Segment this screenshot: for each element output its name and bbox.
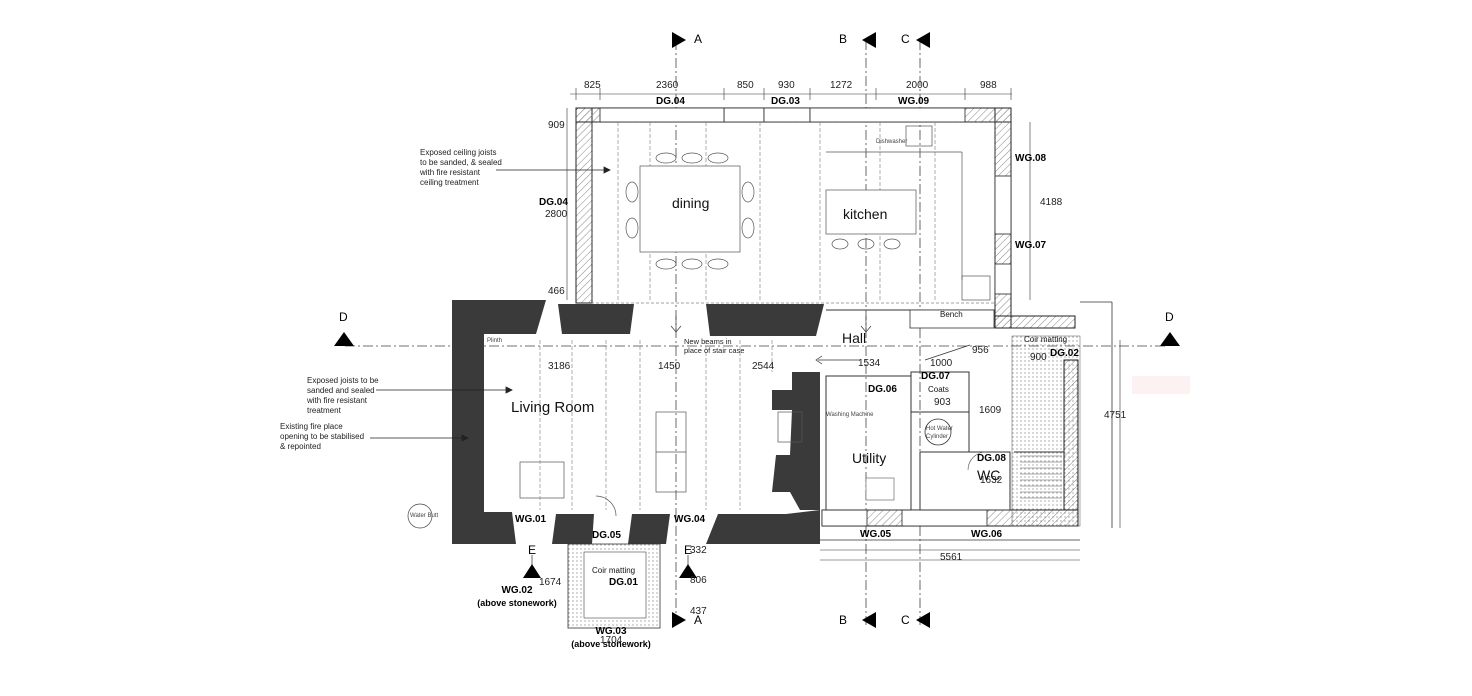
section-e-left: E: [528, 543, 537, 557]
opening-dg03: DG.03: [771, 96, 800, 107]
living-features: [519, 411, 803, 517]
top-dim-4: 930: [778, 80, 795, 91]
note-ceiling-joists: Exposed ceiling joists to be sanded, & s…: [420, 148, 502, 187]
section-b-bottom: B: [839, 613, 848, 627]
label-dishwasher: Dishwasher: [876, 139, 908, 145]
label-washing-machine: Washing Machine: [826, 412, 874, 418]
opening-wg05: WG.05: [860, 529, 892, 540]
dim-956: 956: [972, 345, 989, 356]
dim-1704: 1704: [600, 635, 623, 646]
section-a-bottom: A: [694, 613, 703, 627]
label-bench: Bench: [940, 310, 963, 319]
top-dim-3: 850: [737, 80, 754, 91]
dim-3186: 3186: [548, 361, 571, 372]
dim-1534: 1534: [858, 358, 881, 369]
stair-strips: [1020, 455, 1062, 499]
stone-walls: [452, 300, 824, 544]
section-b-top: B: [839, 32, 848, 46]
label-water-butt: Water Butt: [410, 513, 439, 519]
section-c-bottom: C: [901, 613, 910, 627]
section-markers: [334, 32, 1180, 628]
top-dim-2: 2360: [656, 80, 679, 91]
section-c-top: C: [901, 32, 910, 46]
opening-dg02: DG.02: [1050, 348, 1079, 359]
dim-903: 903: [934, 397, 951, 408]
dining-table: [625, 152, 755, 270]
top-dim-1: 825: [584, 80, 601, 91]
section-d-left: D: [339, 310, 348, 324]
stair-arrows: [670, 316, 872, 365]
opening-wg02: WG.02: [501, 585, 533, 596]
opening-wg04: WG.04: [674, 514, 706, 525]
dim-806: 806: [690, 575, 707, 586]
porch: [567, 543, 661, 629]
dim-909: 909: [548, 120, 565, 131]
room-utility: Utility: [852, 450, 887, 466]
annex-partitions: [825, 309, 1064, 511]
opening-wg06: WG.06: [971, 529, 1003, 540]
dim-4751: 4751: [1104, 410, 1127, 421]
opening-dg08: DG.08: [977, 453, 1006, 464]
top-dim-6: 2000: [906, 80, 929, 91]
opening-wg07: WG.07: [1015, 240, 1047, 251]
dim-1450: 1450: [658, 361, 681, 372]
dim-1609: 1609: [979, 405, 1002, 416]
top-dim-5: 1272: [830, 80, 853, 91]
opening-wg03-note: (above stonework): [571, 639, 651, 649]
label-coir-right: Coir matting: [1024, 335, 1068, 344]
kitchen-units: [825, 125, 991, 301]
room-dining: dining: [672, 195, 710, 211]
opening-dg04-left: DG.04: [539, 197, 568, 208]
label-coats: Coats: [928, 385, 949, 394]
dim-332: 332: [690, 545, 707, 556]
label-coir-bottom: Coir matting: [592, 566, 636, 575]
dim-2800: 2800: [545, 209, 568, 220]
joists: [539, 122, 936, 510]
room-hall: Hall: [842, 330, 867, 346]
room-kitchen: kitchen: [843, 206, 888, 222]
top-dim-line: [566, 88, 1121, 551]
dim-5561: 5561: [940, 552, 963, 563]
opening-dg06: DG.06: [868, 384, 897, 395]
label-hot-water: Hot Water Cylinder: [926, 426, 953, 440]
room-wc: WC: [977, 467, 1001, 483]
water-butt-symbol: [407, 503, 433, 529]
dim-2544: 2544: [752, 361, 775, 372]
opening-dg07: DG.07: [921, 371, 950, 382]
annex-walls: [820, 301, 1113, 561]
faint-mark: [1132, 376, 1190, 394]
opening-wg02-note: (above stonework): [477, 598, 557, 608]
dim-466: 466: [548, 286, 565, 297]
opening-wg08: WG.08: [1015, 153, 1047, 164]
section-a-top: A: [694, 32, 703, 46]
label-new-beams: New beams in place of stair case: [684, 337, 745, 356]
dim-1674: 1674: [539, 577, 562, 588]
opening-dg04-top: DG.04: [656, 96, 685, 107]
note-leaders: [370, 166, 611, 442]
opening-wg09: WG.09: [898, 96, 930, 107]
opening-dg05: DG.05: [592, 530, 621, 541]
opening-wg03: WG.03: [595, 626, 627, 637]
top-dim-7: 988: [980, 80, 997, 91]
opening-dg01: DG.01: [609, 577, 638, 588]
opening-wg01: WG.01: [515, 514, 547, 525]
dim-1632: 1632: [980, 475, 1003, 486]
note-exposed-joists: Exposed joists to be sanded and sealed w…: [307, 376, 379, 415]
extension-walls: [575, 107, 1076, 329]
room-living: Living Room: [511, 399, 595, 416]
section-e-right: E: [684, 543, 693, 557]
dim-437: 437: [690, 606, 707, 617]
section-d-right: D: [1165, 310, 1174, 324]
note-fireplace: Existing fire place opening to be stabil…: [280, 422, 365, 451]
dim-900: 900: [1030, 352, 1047, 363]
label-plinth: Plinth: [487, 338, 503, 344]
dim-1000: 1000: [930, 358, 953, 369]
dim-4188: 4188: [1040, 197, 1063, 208]
